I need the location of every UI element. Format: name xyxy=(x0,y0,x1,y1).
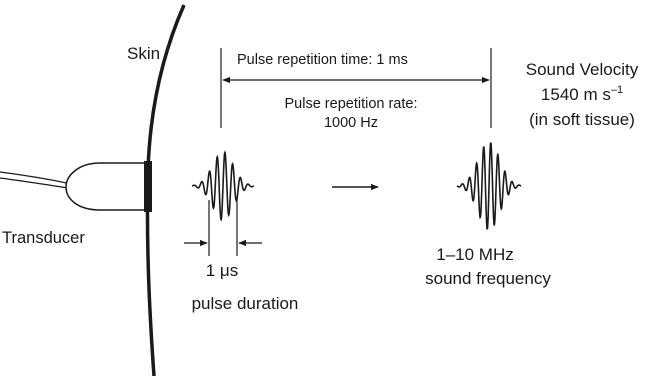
pulse-duration-value: 1 μs xyxy=(206,261,238,280)
sound-velocity-value: 1540 m s–1 xyxy=(541,84,623,104)
transducer-face xyxy=(144,161,152,212)
pulse-waveform-near xyxy=(191,150,255,222)
sound-velocity-exponent: –1 xyxy=(611,84,623,96)
transducer-body xyxy=(65,162,146,211)
frequency-value: 1–10 MHz xyxy=(436,245,513,264)
transducer-label: Transducer xyxy=(2,229,85,247)
skin-label: Skin xyxy=(127,44,160,63)
pulse-repetition-rate-label: Pulse repetition rate: xyxy=(285,96,418,112)
sound-velocity-medium: (in soft tissue) xyxy=(529,110,635,129)
pulse-repetition-time-label: Pulse repetition time: 1 ms xyxy=(237,52,408,68)
transducer-cable xyxy=(0,171,76,190)
sound-velocity-label: Sound Velocity xyxy=(526,60,639,79)
pulse-repetition-rate-value: 1000 Hz xyxy=(324,115,378,131)
pulse-waveform-far xyxy=(456,142,522,230)
pulse-duration-label: pulse duration xyxy=(192,294,299,313)
sound-velocity-number: 1540 m s xyxy=(541,85,611,104)
frequency-label: sound frequency xyxy=(425,269,551,288)
